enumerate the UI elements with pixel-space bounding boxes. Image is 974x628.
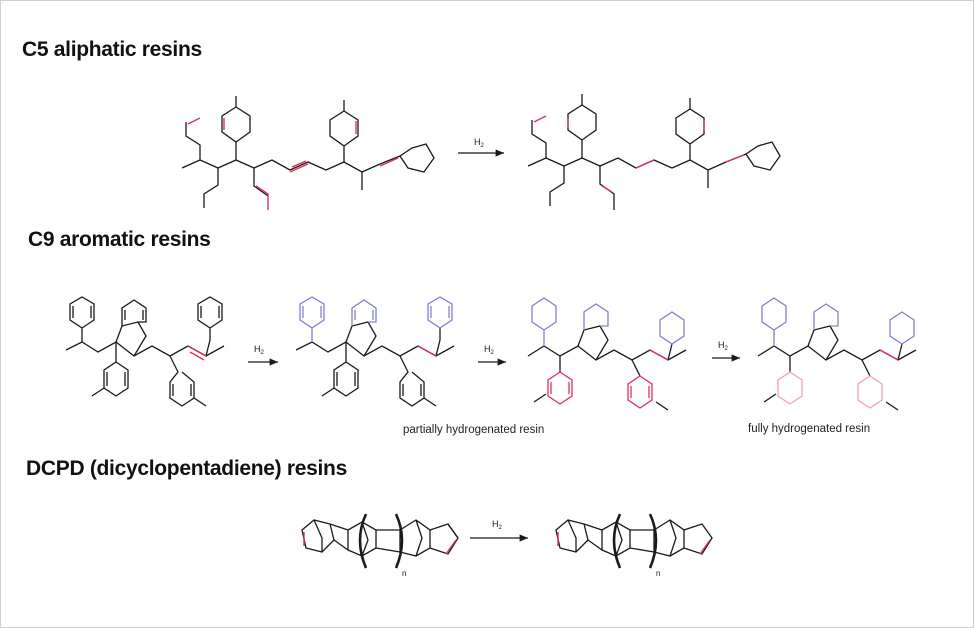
c9-full-saturated-upper-rings bbox=[761, 297, 915, 346]
dcpd-product-repeat-n: n bbox=[656, 569, 660, 578]
c9-hydrogenation-arrow-1: H2 bbox=[248, 344, 278, 366]
dcpd-hydrogenation-arrow: H2 bbox=[470, 519, 528, 542]
dcpd-reactant-structure bbox=[301, 519, 459, 557]
section-title-c5: C5 aliphatic resins bbox=[22, 38, 202, 61]
c9-hydrogenation-arrow-2: H2 bbox=[478, 344, 506, 366]
svg-text:H2: H2 bbox=[718, 340, 729, 352]
c9-full-product-structure bbox=[757, 325, 917, 411]
section-title-c9: C9 aromatic resins bbox=[28, 228, 211, 251]
c9-partial-product-structure bbox=[295, 321, 455, 407]
dcpd-reactant-repeat-n: n bbox=[402, 569, 406, 578]
dcpd-product-brackets bbox=[612, 513, 658, 569]
section-title-dcpd: DCPD (dicyclopentadiene) resins bbox=[26, 457, 347, 480]
c9-partial-aromatic-rings bbox=[299, 296, 453, 342]
c5-reactant-structure bbox=[181, 96, 435, 208]
c9-reactant-double-bond bbox=[187, 345, 207, 361]
c9-middle-saturated-rings bbox=[531, 297, 685, 346]
c5-reactant-double-bonds bbox=[187, 117, 399, 210]
c5-product-saturated-bonds bbox=[533, 115, 745, 193]
c9-middle-product-structure bbox=[527, 325, 687, 411]
svg-text:H2: H2 bbox=[254, 344, 265, 356]
c5-product-structure bbox=[527, 94, 781, 210]
caption-partially-hydrogenated: partially hydrogenated resin bbox=[403, 424, 545, 436]
dcpd-product-saturated-bonds bbox=[557, 532, 711, 555]
c9-middle-hydrogenated-rings bbox=[547, 349, 669, 409]
dcpd-reactant-double-bonds bbox=[303, 532, 457, 555]
caption-fully-hydrogenated: fully hydrogenated resin bbox=[748, 423, 871, 435]
svg-text:H2: H2 bbox=[492, 519, 503, 531]
c5-hydrogenation-arrow: H2 bbox=[458, 137, 504, 157]
dcpd-reactant-brackets bbox=[358, 513, 404, 569]
c9-partial-saturated-bond bbox=[417, 345, 437, 357]
c9-full-saturated-bond bbox=[879, 349, 899, 361]
c9-full-saturated-lower-rings bbox=[777, 371, 883, 409]
dcpd-product-structure bbox=[555, 519, 713, 557]
c9-reactant-structure bbox=[65, 296, 225, 407]
svg-text:H2: H2 bbox=[484, 344, 495, 356]
c9-hydrogenation-arrow-3: H2 bbox=[712, 340, 740, 362]
c5-reagent-label: H2 bbox=[474, 137, 485, 149]
